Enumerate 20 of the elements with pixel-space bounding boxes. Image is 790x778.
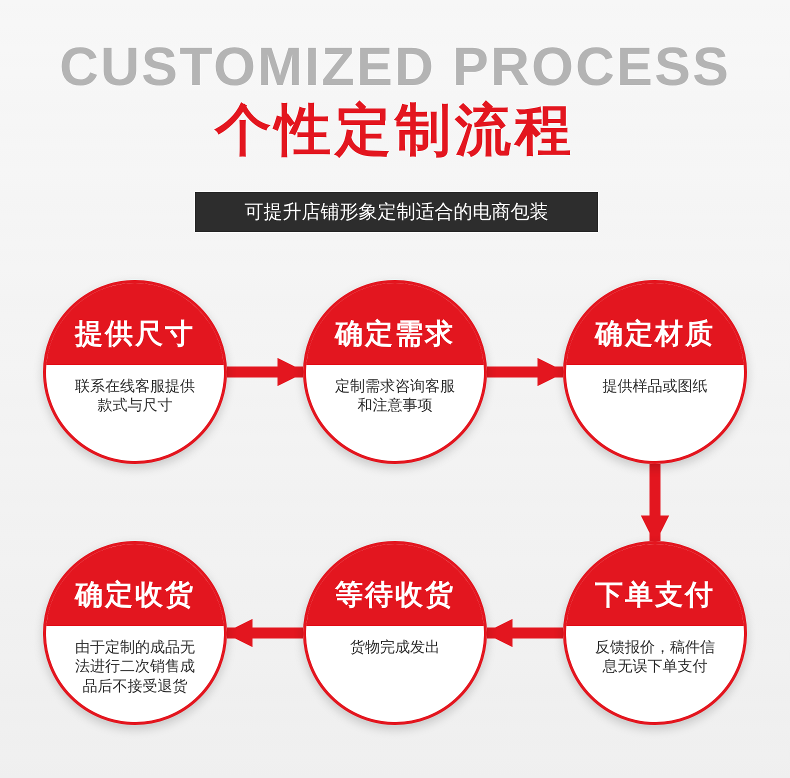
arrow: [487, 358, 566, 386]
arrow: [484, 618, 563, 648]
step-heading: 确定材质: [566, 283, 744, 365]
step-description: 联系在线客服提供款式与尺寸: [74, 376, 196, 416]
arrow: [640, 464, 670, 544]
step-description: 定制需求咨询客服和注意事项: [334, 376, 456, 416]
subtitle-banner: 可提升店铺形象定制适合的电商包装: [195, 192, 598, 232]
step-heading: 确定需求: [306, 283, 484, 365]
arrow: [227, 358, 306, 386]
background-heading: CUSTOMIZED PROCESS: [58, 40, 732, 94]
step-heading: 下单支付: [566, 544, 744, 626]
step-description: 提供样品或图纸: [602, 376, 708, 396]
arrow: [224, 618, 303, 648]
step-description: 反馈报价，稿件信息无误下单支付: [594, 636, 716, 677]
step-heading: 提供尺寸: [46, 283, 224, 365]
step-description: 货物完成发出: [349, 636, 441, 658]
step-heading: 等待收货: [306, 544, 484, 626]
title: 个性定制流程: [213, 100, 576, 162]
step-heading: 确定收货: [46, 544, 224, 626]
step-description: 由于定制的成品无法进行二次销售成品后不接受退货: [74, 636, 196, 696]
